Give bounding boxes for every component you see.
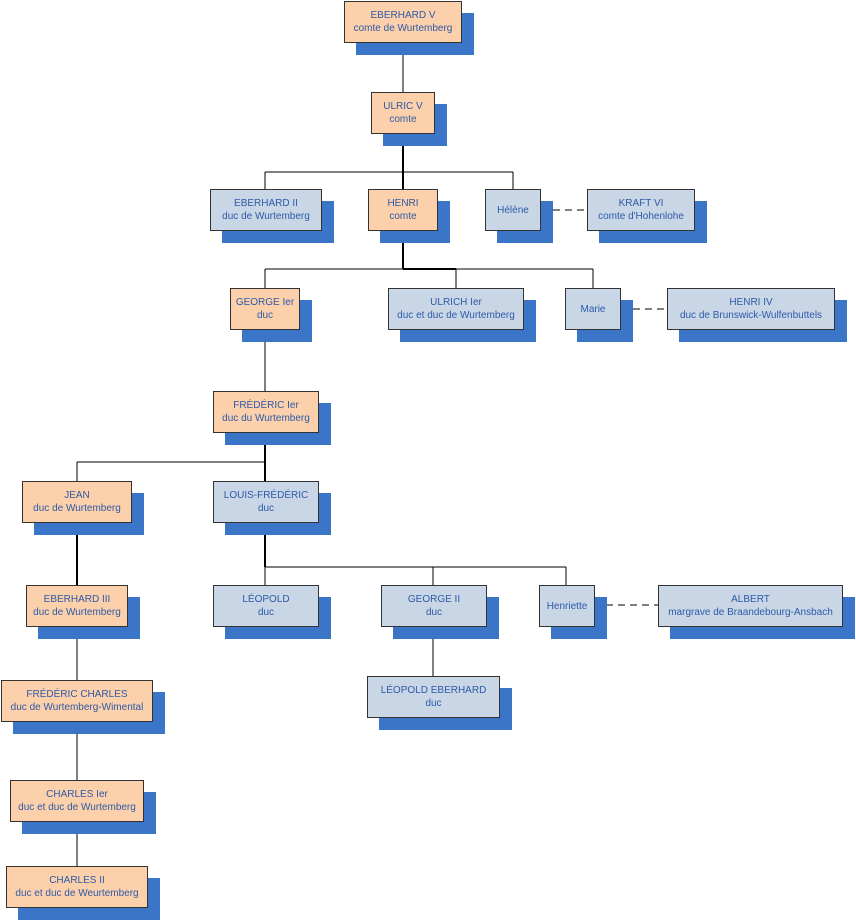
person-node-ulric-v: ULRIC V comte bbox=[371, 92, 435, 134]
person-title: duc bbox=[257, 607, 275, 618]
person-title: duc du Wurtemberg bbox=[222, 413, 310, 424]
person-node-henriette: Henriette bbox=[539, 585, 595, 627]
person-name: Marie bbox=[580, 303, 606, 315]
person-node-ulrich-i: ULRICH Ier duc et duc de Wurtemberg bbox=[388, 288, 524, 330]
person-name: EBERHARD V bbox=[370, 10, 436, 21]
person-name: CHARLES Ier bbox=[46, 789, 108, 800]
person-title: comte de Wurtemberg bbox=[353, 23, 453, 34]
person-node-george-i: GEORGE Ier duc bbox=[230, 288, 300, 330]
person-name: GEORGE II bbox=[407, 594, 461, 605]
person-node-leopold-eberhard: LÉOPOLD EBERHARD duc bbox=[367, 676, 500, 718]
person-name: KRAFT VI bbox=[618, 198, 664, 209]
person-title: duc de Brunswick-Wulfenbuttels bbox=[679, 310, 823, 321]
person-name: FRÉDÉRIC CHARLES bbox=[26, 689, 128, 700]
person-node-louis-frederic: LOUIS-FRÉDÉRIC duc bbox=[213, 481, 319, 523]
person-name: LOUIS-FRÉDÉRIC bbox=[223, 490, 309, 501]
person-node-charles-ii: CHARLES II duc et duc de Weurtemberg bbox=[6, 866, 148, 908]
person-node-george-ii: GEORGE II duc bbox=[381, 585, 487, 627]
person-node-henri: HENRI comte bbox=[368, 189, 438, 231]
person-name: Henriette bbox=[546, 600, 588, 612]
person-name: ULRIC V bbox=[383, 101, 423, 112]
person-title: duc de Wurtemberg bbox=[222, 211, 310, 222]
person-node-henri-iv: HENRI IV duc de Brunswick-Wulfenbuttels bbox=[667, 288, 835, 330]
person-title: duc et duc de Wurtemberg bbox=[18, 802, 136, 813]
person-title: duc bbox=[256, 310, 274, 321]
person-title: duc bbox=[425, 607, 443, 618]
person-name: Hélène bbox=[497, 204, 529, 216]
person-name: EBERHARD III bbox=[43, 594, 111, 605]
person-title: duc de Wurtemberg bbox=[33, 503, 121, 514]
person-name: LÉOPOLD EBERHARD bbox=[380, 685, 487, 696]
person-title: duc bbox=[425, 698, 442, 709]
person-node-eberhard-v: EBERHARD V comte de Wurtemberg bbox=[344, 1, 462, 43]
person-node-frederic-i: FRÉDÉRIC Ier duc du Wurtemberg bbox=[213, 391, 319, 433]
person-title: duc et duc de Weurtemberg bbox=[15, 888, 139, 899]
person-title: duc de Wurtemberg-Wimental bbox=[10, 702, 144, 713]
person-title: duc de Wurtemberg bbox=[33, 607, 121, 618]
person-node-albert: ALBERT margrave de Braandebourg-Ansbach bbox=[658, 585, 843, 627]
person-name: JEAN bbox=[64, 490, 90, 501]
person-name: ULRICH Ier bbox=[430, 297, 482, 308]
person-name: EBERHARD II bbox=[234, 198, 298, 209]
person-title: margrave de Braandebourg-Ansbach bbox=[668, 607, 833, 618]
person-node-eberhard-iii: EBERHARD III duc de Wurtemberg bbox=[26, 585, 128, 627]
person-title: duc et duc de Wurtemberg bbox=[397, 310, 515, 321]
person-node-charles-i: CHARLES Ier duc et duc de Wurtemberg bbox=[10, 780, 144, 822]
person-node-helene: Hélène bbox=[485, 189, 541, 231]
person-title: comte bbox=[389, 211, 417, 222]
person-name: ALBERT bbox=[731, 594, 770, 605]
person-name: GEORGE Ier bbox=[235, 297, 295, 308]
person-node-leopold: LÉOPOLD duc bbox=[213, 585, 319, 627]
person-node-frederic-charles: FRÉDÉRIC CHARLES duc de Wurtemberg-Wimen… bbox=[1, 680, 153, 722]
person-name: HENRI bbox=[387, 198, 419, 209]
person-title: comte d'Hohenlohe bbox=[598, 211, 684, 222]
person-node-kraft-vi: KRAFT VI comte d'Hohenlohe bbox=[587, 189, 695, 231]
person-node-jean: JEAN duc de Wurtemberg bbox=[22, 481, 132, 523]
person-title: comte bbox=[389, 114, 417, 125]
person-node-marie: Marie bbox=[565, 288, 621, 330]
person-node-eberhard-ii: EBERHARD II duc de Wurtemberg bbox=[210, 189, 322, 231]
person-name: CHARLES II bbox=[49, 875, 105, 886]
person-title: duc bbox=[257, 503, 275, 514]
person-name: LÉOPOLD bbox=[242, 594, 290, 605]
person-name: FRÉDÉRIC Ier bbox=[233, 400, 299, 411]
person-name: HENRI IV bbox=[729, 297, 773, 308]
